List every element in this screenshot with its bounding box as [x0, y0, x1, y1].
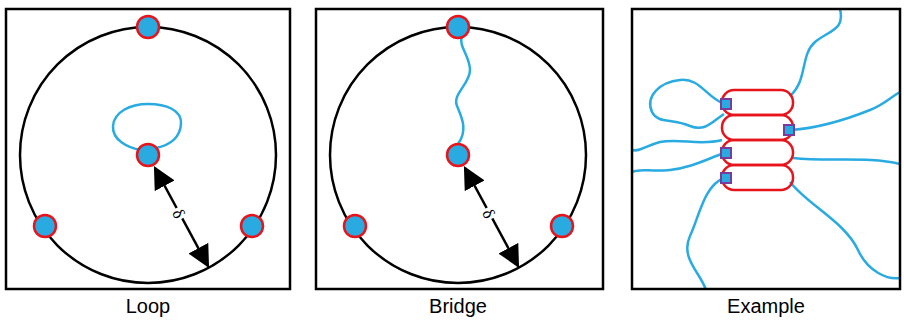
- bridge-panel: [316, 9, 603, 289]
- panel-caption: Example: [727, 294, 805, 318]
- loop-panel: [6, 9, 290, 289]
- dimension-label: δ: [167, 204, 189, 223]
- dimension-label: δ: [477, 204, 499, 223]
- panel-caption: Loop: [126, 294, 171, 318]
- example-panel: [632, 9, 900, 290]
- panel-caption: Bridge: [429, 294, 487, 318]
